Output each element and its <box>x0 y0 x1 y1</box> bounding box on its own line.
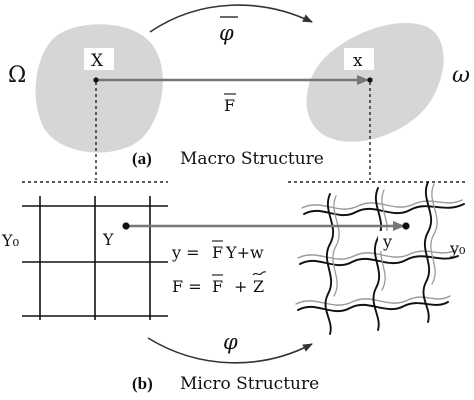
caption-b-text: Micro Structure <box>180 374 319 394</box>
micro-structure: Y₀ Y <box>1 181 465 394</box>
point-y-label-bg <box>378 231 398 251</box>
point-x-dot <box>367 77 373 83</box>
eq2-Z-tilde <box>252 271 267 276</box>
eq2-lhs: F = <box>172 277 202 296</box>
deformed-grid <box>295 181 465 335</box>
point-y-dot <box>402 222 410 230</box>
zoom-indicators <box>22 82 466 183</box>
point-X-label-bg <box>84 48 114 70</box>
caption-a-tag: (a) <box>132 149 152 168</box>
eq2-Z: Z <box>253 277 264 296</box>
omega-current-label: ω <box>452 63 470 88</box>
Y0-label: Y₀ <box>1 231 19 250</box>
F-bar-label: F <box>224 96 235 115</box>
reference-grid <box>22 196 168 320</box>
eq1-F: F <box>212 243 223 262</box>
point-y-label: y <box>382 232 392 251</box>
phi-bar-label: φ <box>219 21 234 45</box>
point-Y-dot <box>122 222 130 230</box>
point-x-label-bg <box>344 48 374 70</box>
equation-2: F = F + Z <box>172 271 267 296</box>
eq2-F: F <box>212 277 223 296</box>
eq1-rhs: Y+w <box>225 243 264 262</box>
point-Y-label: Y <box>102 230 114 249</box>
caption-a-text: Macro Structure <box>180 149 324 169</box>
deformed-body-blob <box>306 22 444 142</box>
phi-bar-arrow <box>149 4 313 33</box>
macro-structure: Ω ω φ X x F (a) Macro Structure <box>8 4 470 169</box>
eq1-lhs: y = <box>171 243 200 262</box>
phi-label: φ <box>223 330 238 354</box>
omega-reference-label: Ω <box>8 63 26 88</box>
point-X-dot <box>93 77 99 83</box>
point-Y-label-bg <box>100 229 122 249</box>
equation-1: y = F Y+w <box>171 240 264 262</box>
point-x-label: x <box>353 51 363 71</box>
point-X-label: X <box>91 51 104 71</box>
phi-arrow <box>147 337 313 364</box>
y0-label: y₀ <box>449 239 465 258</box>
reference-body-blob <box>35 24 163 153</box>
caption-b-tag: (b) <box>132 374 153 393</box>
eq2-plus: + <box>234 277 247 296</box>
